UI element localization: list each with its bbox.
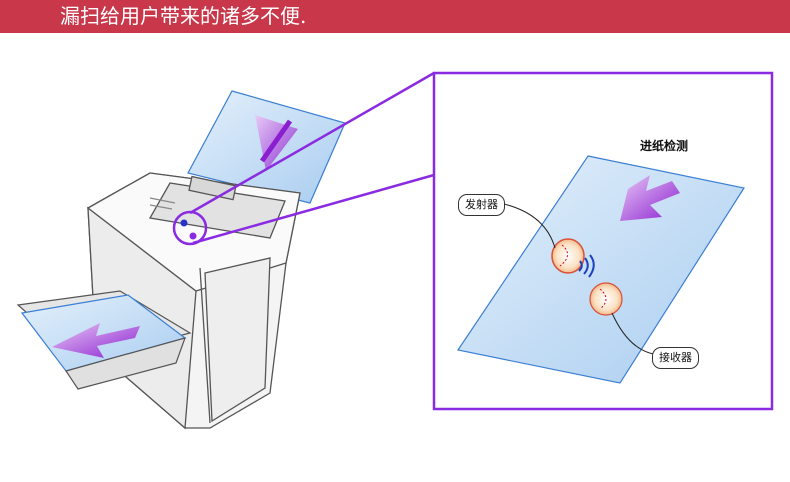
scanner-illustration: 进纸检测 发射器 接收器: [0, 33, 790, 478]
top-banner: 漏扫给用户带来的诸多不便.: [0, 0, 790, 33]
output-paper: [16, 290, 192, 390]
input-paper: [187, 90, 346, 204]
emitter-label: 发射器: [458, 194, 505, 216]
feed-arrow: [620, 175, 680, 221]
receiver-label: 接收器: [652, 347, 699, 369]
emitter-sensor: [551, 238, 595, 278]
scanner-diagram-svg: [16, 71, 774, 430]
feed-detection-label: 进纸检测: [640, 139, 689, 153]
sensor-highlight: [172, 71, 435, 246]
receiver-sensor: [589, 282, 623, 316]
zoomed-paper: [457, 155, 745, 384]
emitter-callout-line: [499, 202, 556, 249]
banner-text: 漏扫给用户带来的诸多不便.: [60, 4, 307, 28]
